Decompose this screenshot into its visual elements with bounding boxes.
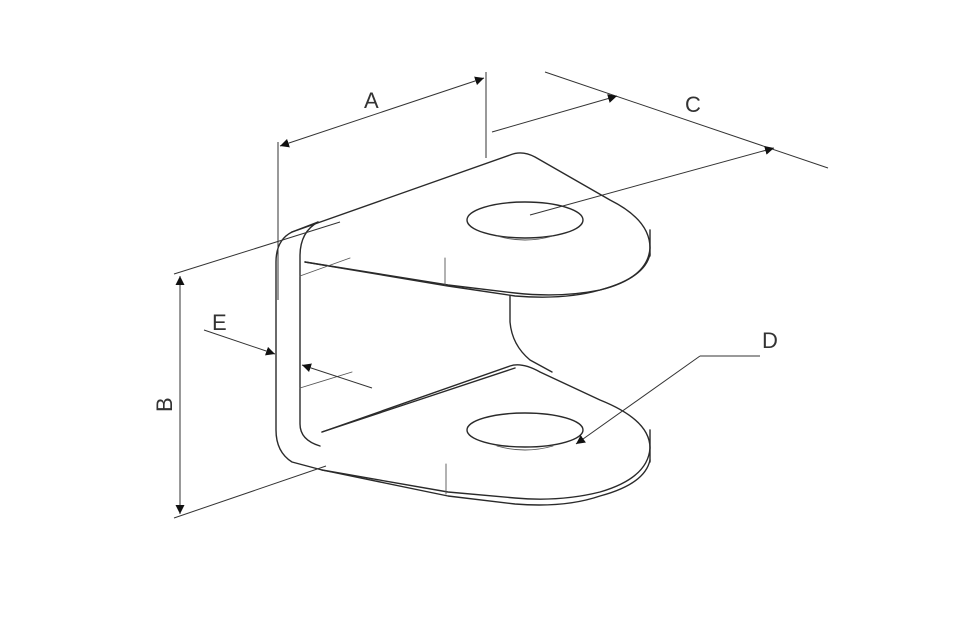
bottom-flange-edge [321,459,651,506]
bottom-flange [321,364,651,500]
label-c: C [685,92,701,117]
web-top-edge [291,221,319,233]
dimension-a-line [279,76,485,148]
dimension-e-arrow-left [203,329,276,356]
dimension-b-extension-bottom [173,465,327,519]
top-flange-edge [304,253,651,298]
bottom-hole [466,412,584,448]
dimension-c-line [544,71,829,169]
top-hole-depth [496,235,554,241]
back-web-inner [299,221,321,447]
web-inner-top [299,257,351,277]
inner-bend [509,295,553,373]
back-web-outer [275,231,323,471]
dimension-c-extension [491,94,618,133]
dimensions [173,71,829,519]
web-inner-bottom [299,371,353,389]
label-e: E [212,310,227,335]
label-a: A [364,88,379,113]
label-b: B [152,397,177,412]
dimension-d-leader [575,355,701,445]
label-d: D [762,328,778,353]
dimension-b-extension-top [173,221,341,275]
dimension-e-arrow-right [301,363,373,389]
bottom-hole-depth [496,445,554,451]
top-hole [466,201,584,239]
top-flange [291,152,651,296]
u-bracket [275,152,651,506]
dimension-c-centerline [529,146,775,216]
bottom-flange-back-edge [321,367,516,433]
